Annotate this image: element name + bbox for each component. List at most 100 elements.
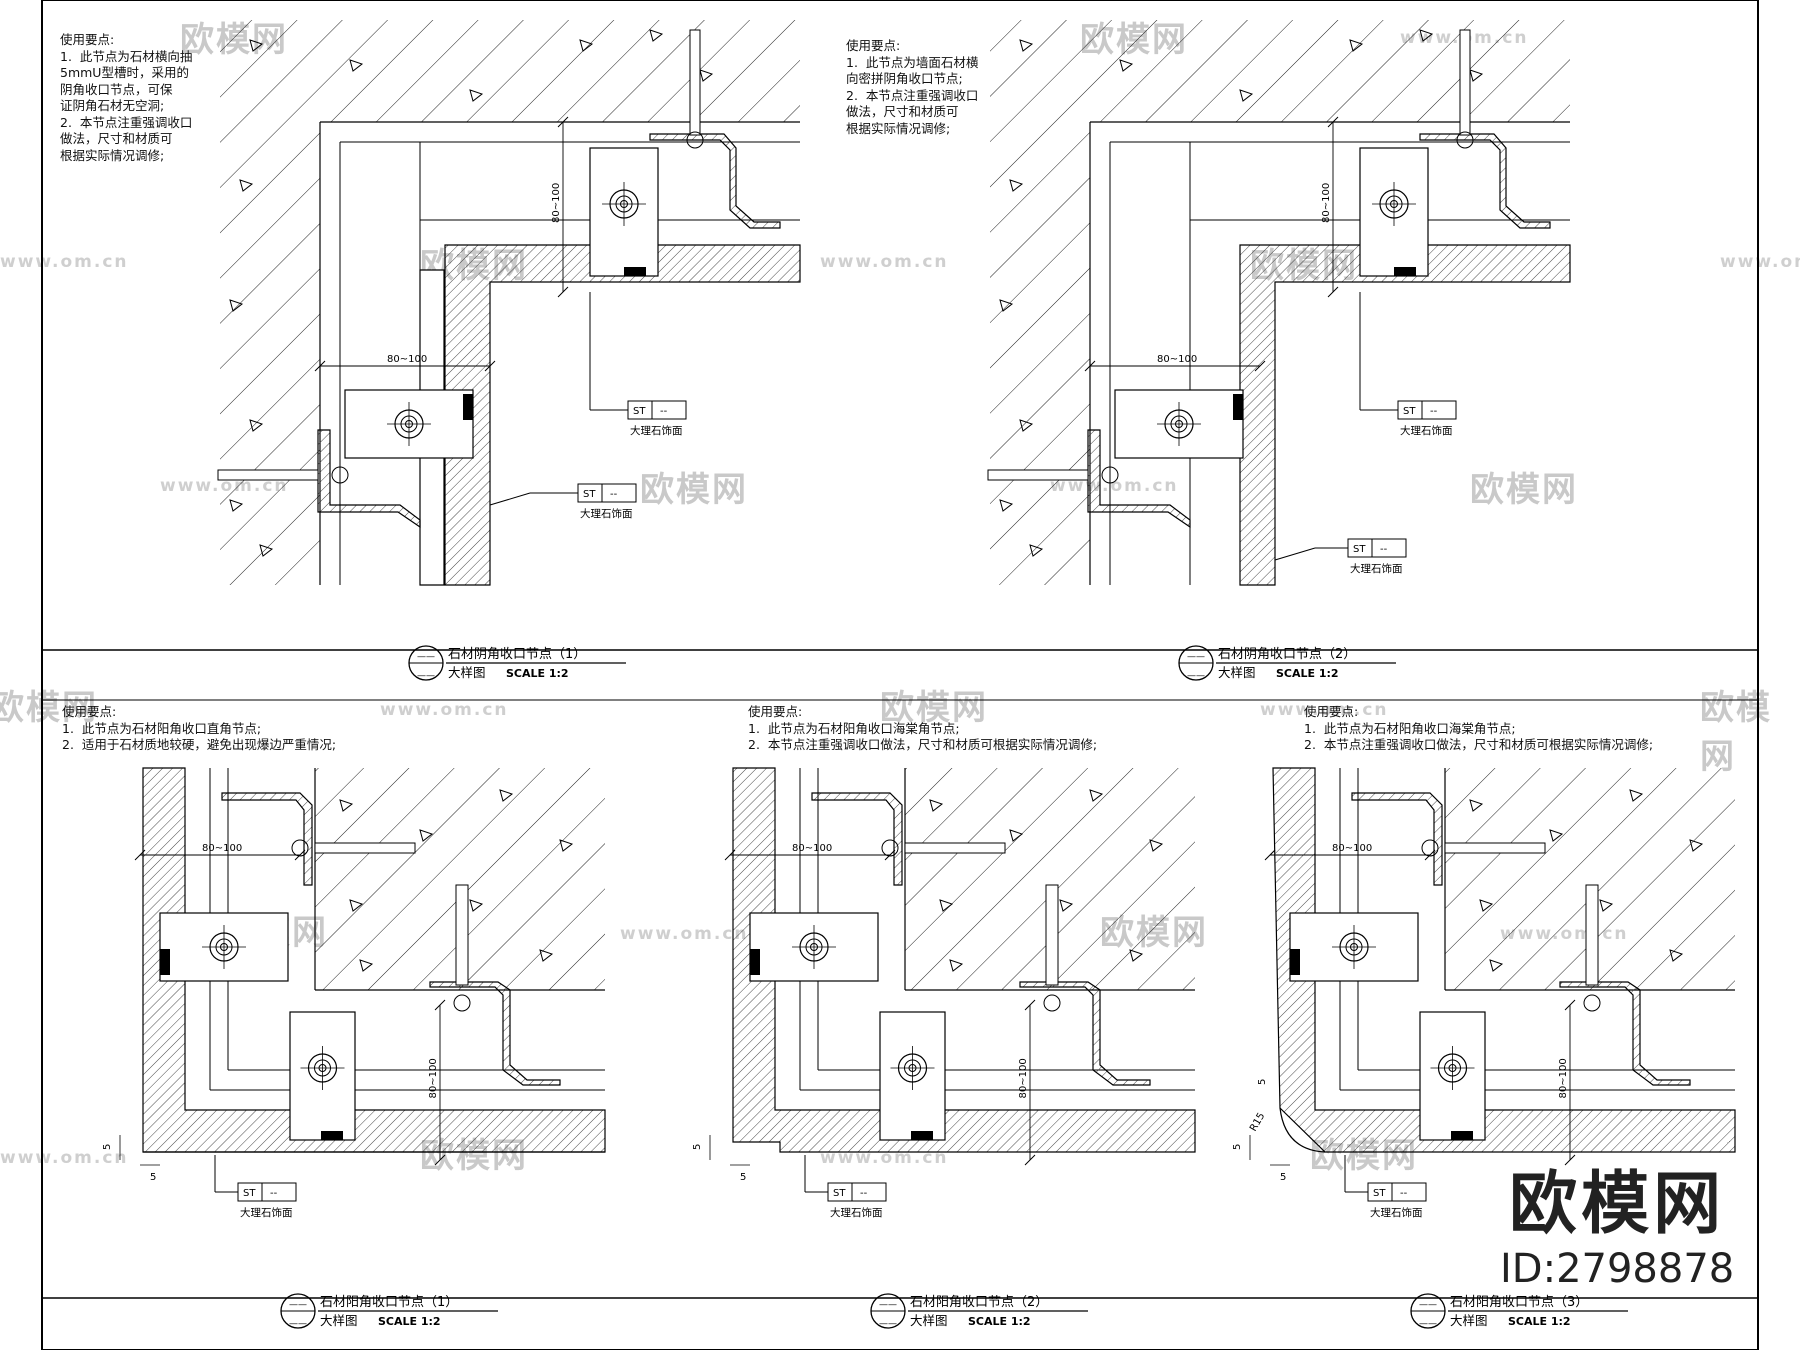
watermark-logo: 欧模网	[1470, 470, 1578, 510]
detail-scale: SCALE 1:2	[506, 667, 569, 680]
material-label: 大理石饰面	[580, 507, 633, 520]
dimension-text: 5	[1232, 1144, 1243, 1150]
note-line: 使用要点:	[748, 704, 803, 719]
note-line: 1. 此节点为石材阳角收口直角节点;	[62, 720, 262, 736]
dimension-text: 80~100	[387, 354, 427, 365]
concrete-aggregate	[939, 899, 954, 912]
detail-index-dash: ——	[879, 1300, 897, 1310]
concrete-aggregate	[249, 39, 264, 52]
detail-index-dash: ——	[1419, 1300, 1437, 1310]
concrete-aggregate	[339, 799, 354, 812]
bolt-nut	[1043, 994, 1061, 1012]
expansion-bolt	[1459, 29, 1471, 136]
dimension-tick	[484, 360, 496, 372]
dimension-tick	[434, 999, 446, 1011]
detail-title: 石材阴角收口节点（2）	[1218, 647, 1356, 662]
detail-index-dash: ——	[1187, 652, 1205, 662]
note-line: 使用要点:	[62, 704, 117, 719]
dimension-text: 5	[102, 1144, 113, 1150]
detail-index-dash: ——	[417, 671, 435, 681]
concrete-aggregate	[999, 299, 1014, 312]
dimension-tick	[134, 849, 146, 861]
note-line: 1. 此节点为石材横向抽	[60, 48, 193, 64]
detail-subtitle: 大样图	[320, 1313, 358, 1328]
note-line: 使用要点:	[846, 38, 901, 53]
note-line: 5mmU型槽时，采用的	[60, 65, 189, 80]
note-line: 2. 本节点注重强调收口	[60, 114, 193, 130]
leader-line	[489, 492, 531, 506]
detail-notes-4: 使用要点:1. 此节点为石材阳角收口海棠角节点;2. 本节点注重强调收口做法，尺…	[748, 704, 1097, 754]
note-line: 2. 本节点注重强调收口做法，尺寸和材质可根据实际情况调修;	[1304, 737, 1654, 752]
note-line: 使用要点:	[60, 32, 115, 47]
concrete-aggregate	[359, 959, 374, 972]
material-tag	[1397, 400, 1457, 420]
note-line: 1. 此节点为石材阳角收口海棠角节点;	[748, 720, 960, 736]
note-line: 根据实际情况调修;	[60, 147, 165, 163]
concrete-column	[1445, 768, 1735, 990]
dimension-tick	[434, 1154, 446, 1166]
concrete-aggregate	[349, 899, 364, 912]
detail-subtitle: 大样图	[1218, 665, 1256, 680]
material-label: 大理石饰面	[1350, 562, 1403, 575]
detail-notes-5: 使用要点:1. 此节点为石材阳角收口海棠角节点;2. 本节点注重强调收口做法，尺…	[1304, 704, 1653, 754]
detail-external-corner-3: 80~10080~10055R155ST--大理石饰面————石材阳角收口节点（…	[1232, 767, 1736, 1329]
detail-index-dash: ——	[879, 1319, 897, 1329]
watermark-url: www.om.cn	[820, 1148, 949, 1168]
concrete-column	[905, 768, 1195, 990]
concrete-aggregate	[929, 799, 944, 812]
concrete-aggregate	[1599, 899, 1614, 912]
concrete-aggregate	[949, 959, 964, 972]
epoxy-pad	[1290, 949, 1300, 975]
watermark-url: www.om.cn	[1260, 700, 1389, 720]
material-tag-dash: --	[660, 406, 668, 417]
dimension-text: 5	[740, 1172, 746, 1183]
bolt-nut	[1456, 131, 1474, 149]
concrete-aggregate	[1059, 899, 1074, 912]
concrete-aggregate	[559, 839, 574, 852]
dimension-text: 80~100	[1157, 354, 1197, 365]
epoxy-pad	[160, 949, 170, 975]
concrete-aggregate	[1149, 839, 1164, 852]
expansion-bolt	[217, 469, 319, 481]
steel-angle-bracket	[1019, 981, 1151, 1086]
dimension-text: R15	[1248, 1111, 1267, 1134]
detail-subtitle: 大样图	[910, 1313, 948, 1328]
steel-angle-bracket	[649, 133, 781, 229]
concrete-aggregate	[1009, 829, 1024, 842]
steel-angle-bracket	[1087, 429, 1191, 529]
dimension-text: 80~100	[1332, 843, 1372, 854]
steel-angle-bracket	[811, 792, 903, 886]
concrete-aggregate	[1669, 949, 1684, 962]
detail-subtitle: 大样图	[1450, 1313, 1488, 1328]
material-tag-dash: --	[270, 1188, 278, 1199]
material-tag-dash: --	[1400, 1188, 1408, 1199]
dimension-text: 80~100	[551, 183, 562, 223]
material-tag-dash: --	[860, 1188, 868, 1199]
detail-internal-corner-1: 80~10080~100ST--大理石饰面ST--大理石饰面————石材阴角收口…	[217, 20, 801, 681]
material-tag-code: ST	[1353, 544, 1366, 555]
epoxy-pad	[1233, 394, 1243, 420]
concrete-aggregate	[1469, 69, 1484, 82]
dimension-tick	[1424, 849, 1436, 861]
concrete-aggregate	[1119, 59, 1134, 72]
material-tag-code: ST	[1403, 406, 1416, 417]
expansion-bolt	[904, 842, 1006, 854]
material-tag-code: ST	[633, 406, 646, 417]
concrete-aggregate	[349, 59, 364, 72]
note-line: 阴角收口节点，可保	[60, 81, 173, 97]
detail-index-dash: ——	[289, 1319, 307, 1329]
material-tag-code: ST	[243, 1188, 256, 1199]
dimension-tick	[557, 286, 569, 298]
dimension-text: 80~100	[1321, 183, 1332, 223]
material-label: 大理石饰面	[830, 1206, 883, 1219]
epoxy-pad	[1451, 1131, 1473, 1140]
dimension-tick	[1327, 116, 1339, 128]
detail-title: 石材阳角收口节点（2）	[910, 1295, 1048, 1310]
stone-slab-corner	[1272, 767, 1736, 1153]
watermark-url: www.om.cn	[380, 700, 509, 720]
dimension-text: 80~100	[202, 843, 242, 854]
concrete-aggregate	[1489, 959, 1504, 972]
dimension-text: 80~100	[1018, 1058, 1029, 1098]
